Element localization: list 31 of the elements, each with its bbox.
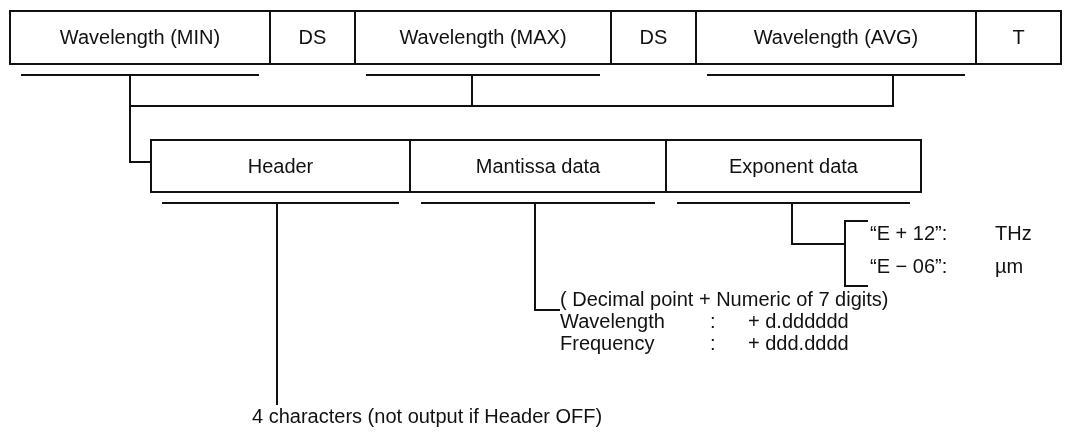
value-text: + ddd.dddd <box>748 332 850 354</box>
value-text: µm <box>995 255 1025 277</box>
value-text: THz <box>995 222 1032 244</box>
value-text: : <box>710 310 717 332</box>
connector-line <box>676 202 911 245</box>
value-text: + d.dddddd <box>748 310 850 332</box>
field-label: Mantissa data <box>475 154 601 178</box>
value-text: Wavelength <box>560 310 666 332</box>
field-cell <box>610 10 697 65</box>
field-label: Header <box>247 154 314 178</box>
field-label: DS <box>298 26 327 49</box>
field-label: Wavelength (AVG) <box>753 26 919 49</box>
connector-line <box>161 202 400 406</box>
field-label: T <box>1012 26 1025 49</box>
connector-line <box>420 202 656 311</box>
field-label: Exponent data <box>729 154 858 178</box>
value-text: 4 characters (not output if Header OFF) <box>252 405 603 428</box>
note-text: ( Decimal point + Numeric of 7 digits) <box>560 288 889 310</box>
value-text: Frequency <box>560 332 656 354</box>
field-label: Wavelength (MAX) <box>399 26 567 49</box>
field-label: Wavelength (MIN) <box>59 26 221 49</box>
value-text: “E − 06”: <box>870 255 949 277</box>
connector-line <box>129 74 966 163</box>
field-cell <box>975 10 1062 65</box>
value-text: “E + 12”: <box>870 222 949 244</box>
field-cell <box>354 10 612 65</box>
value-text: : <box>710 332 717 354</box>
field-cell <box>695 10 977 65</box>
field-cell <box>9 10 271 65</box>
field-label: DS <box>639 26 668 49</box>
field-cell <box>269 10 356 65</box>
